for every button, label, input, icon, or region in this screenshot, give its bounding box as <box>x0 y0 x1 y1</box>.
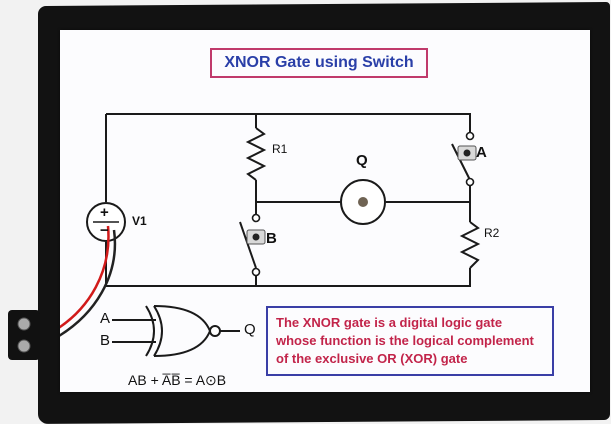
r1-resistor-zigzag <box>245 127 267 181</box>
black-lead-wire <box>60 229 117 337</box>
battery-plus-sign: + <box>100 204 109 221</box>
battery-snap-connector-icon <box>8 310 40 360</box>
r2-resistor-zigzag <box>459 221 481 269</box>
label-q: Q <box>356 152 368 169</box>
circuit-diagram <box>60 113 481 357</box>
label-r2: R2 <box>484 226 500 240</box>
description-box: The XNOR gate is a digital logic gate wh… <box>266 306 554 376</box>
circuit-poster: XNOR Gate using Switch <box>60 30 590 392</box>
lamp-q-icon <box>340 179 386 225</box>
switch-a-top-terminal <box>465 131 475 141</box>
gate-input-b-label: B <box>100 332 111 349</box>
switch-b-button-icon <box>246 229 266 245</box>
description-line: The XNOR gate is a digital logic gate <box>276 315 503 330</box>
switch-b-bottom-terminal <box>251 267 261 277</box>
battery-v1-icon <box>86 202 126 242</box>
description-line: of the exclusive OR (XOR) gate <box>276 351 468 366</box>
poster-title: XNOR Gate using Switch <box>210 48 428 78</box>
switch-b-lever <box>239 221 257 269</box>
description-line: whose function is the logical complement <box>276 333 534 348</box>
switch-a-lever <box>451 143 471 181</box>
label-switch-b: B <box>266 230 277 247</box>
red-lead-wire <box>60 225 110 329</box>
switch-a-bottom-terminal <box>465 177 475 187</box>
label-switch-a: A <box>476 144 487 161</box>
label-v1: V1 <box>132 214 147 228</box>
gate-input-a-label: A <box>100 310 111 327</box>
battery-minus-sign: − <box>100 222 109 239</box>
label-r1: R1 <box>272 142 288 156</box>
wire-left-bottom <box>105 242 471 287</box>
gate-output-q-label: Q <box>244 321 256 338</box>
switch-b-top-terminal <box>251 213 261 223</box>
wire-top <box>106 113 471 138</box>
xnor-gate-symbol <box>112 305 240 357</box>
xnor-formula: AB + A̅B̅ = A⊙B <box>128 372 227 388</box>
switch-a-button-icon <box>457 145 477 161</box>
